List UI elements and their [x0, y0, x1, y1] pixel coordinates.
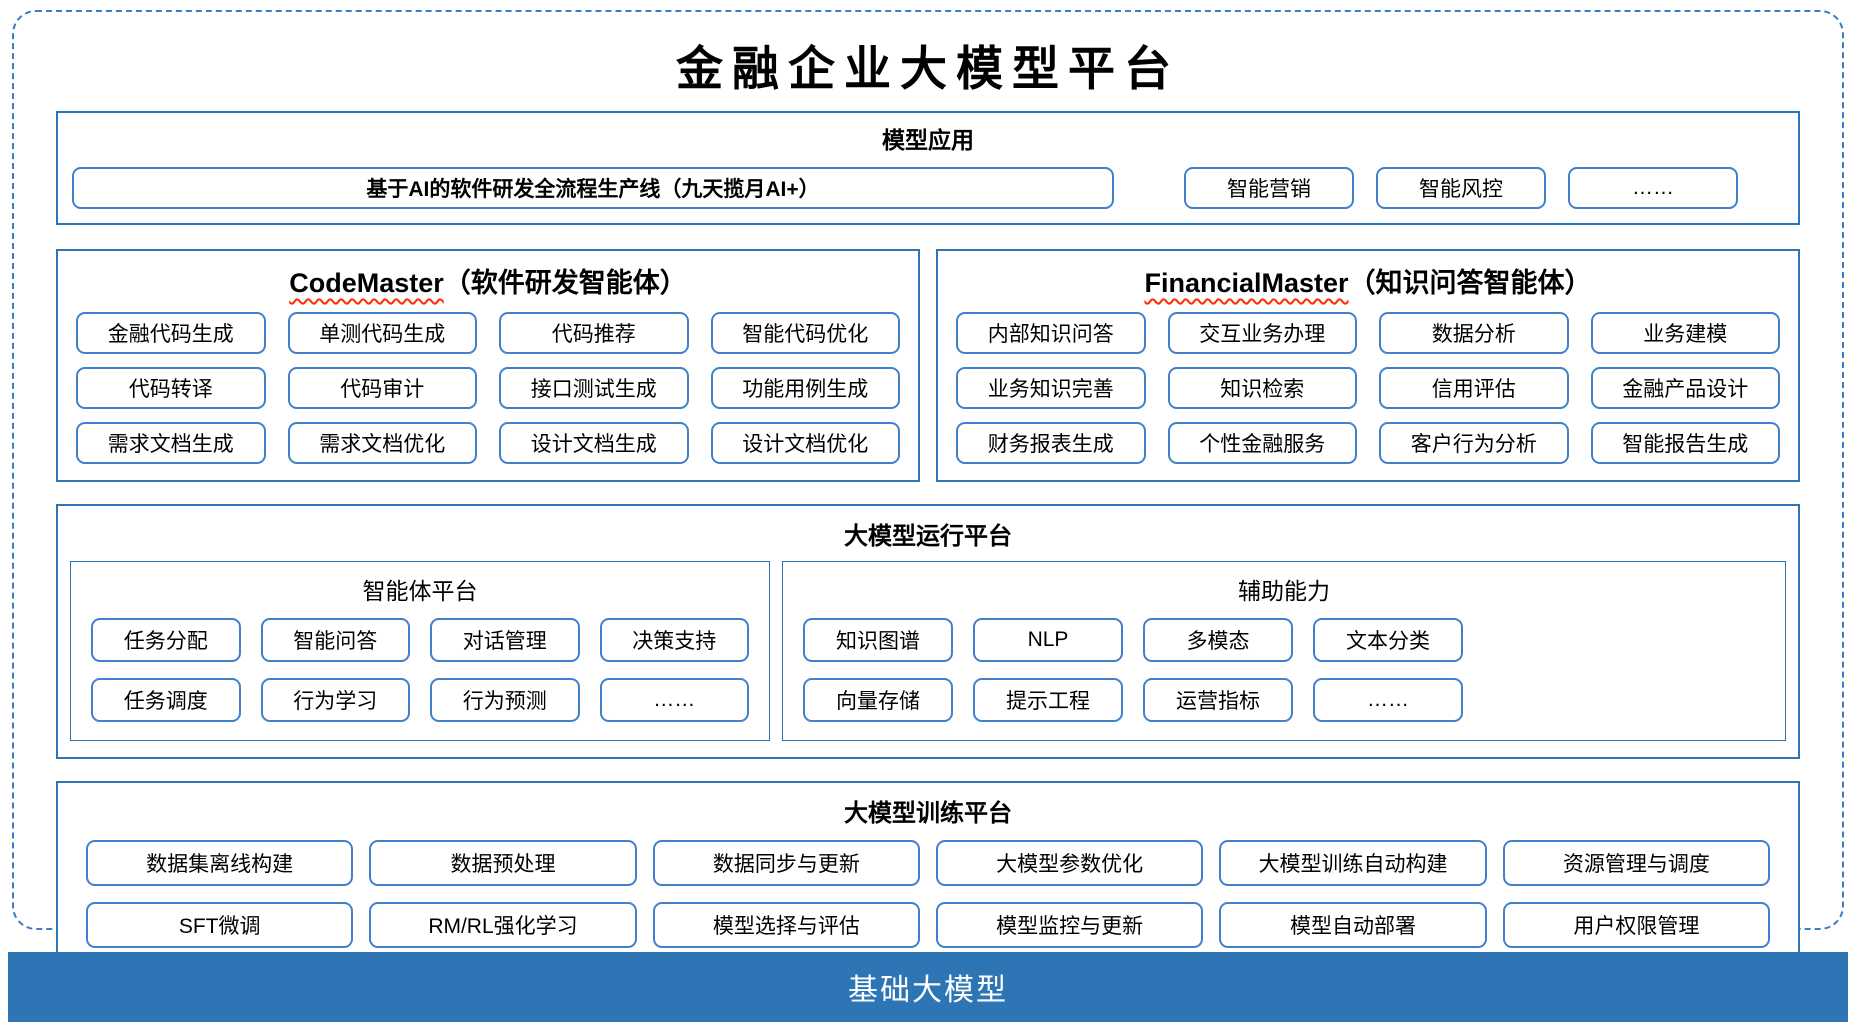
capability-box: 功能用例生成 — [710, 367, 900, 409]
training-grid: 数据集离线构建数据预处理数据同步与更新大模型参数优化大模型训练自动构建资源管理与… — [86, 840, 1770, 948]
capability-box: 文本分类 — [1313, 618, 1463, 662]
training-box: 大模型参数优化 — [936, 840, 1204, 886]
capability-box: 内部知识问答 — [956, 312, 1146, 354]
codemaster-name: CodeMaster — [289, 268, 444, 298]
agent-platform-group: 智能体平台 任务分配智能问答对话管理决策支持任务调度行为学习行为预测 …… — [70, 561, 770, 741]
training-box: 大模型训练自动构建 — [1219, 840, 1487, 886]
training-box: 用户权限管理 — [1502, 902, 1770, 948]
capability-box: NLP — [973, 618, 1123, 662]
training-header: 大模型训练平台 — [844, 800, 1012, 827]
agent-panel-financialmaster: FinancialMaster（知识问答智能体） 内部知识问答交互业务办理数据分… — [936, 249, 1800, 482]
financialmaster-header: FinancialMaster（知识问答智能体） — [956, 261, 1780, 300]
aux-capability-header: 辅助能力 — [1238, 578, 1330, 604]
training-box: 数据集离线构建 — [86, 840, 354, 886]
agents-row: CodeMaster（软件研发智能体） 金融代码生成单测代码生成代码推荐智能代码… — [56, 249, 1800, 482]
capability-box: 智能代码优化 — [710, 312, 900, 354]
capability-box: 财务报表生成 — [956, 422, 1146, 464]
page-title: 金融企业大模型平台 — [676, 42, 1180, 97]
capability-box: 知识检索 — [1167, 367, 1357, 409]
capability-box: 任务调度 — [91, 678, 241, 722]
capability-box: 运营指标 — [1143, 678, 1293, 722]
capability-box: 需求文档优化 — [287, 422, 477, 464]
capability-box: 单测代码生成 — [287, 312, 477, 354]
financialmaster-name: FinancialMaster — [1144, 268, 1349, 298]
training-box: 数据同步与更新 — [652, 840, 920, 886]
aux-capability-group: 辅助能力 知识图谱 NLP 多模态文本分类向量存储提示工程运营指标 …… — [782, 561, 1786, 741]
capability-box: 客户行为分析 — [1379, 422, 1569, 464]
pipeline-box: 基于AI的软件研发全流程生产线（九天揽月AI+） — [72, 167, 1114, 209]
capability-box: 代码转译 — [76, 367, 266, 409]
capability-box: 智能报告生成 — [1590, 422, 1780, 464]
capability-box: 任务分配 — [91, 618, 241, 662]
capability-box: 接口测试生成 — [499, 367, 689, 409]
section-training-platform: 大模型训练平台 数据集离线构建数据预处理数据同步与更新大模型参数优化大模型训练自… — [56, 781, 1800, 968]
codemaster-subtitle: （软件研发智能体） — [443, 268, 687, 298]
codemaster-grid: 金融代码生成单测代码生成代码推荐智能代码优化代码转译代码审计接口测试生成功能用例… — [76, 312, 900, 464]
capability-box: 代码推荐 — [499, 312, 689, 354]
training-box: 模型自动部署 — [1219, 902, 1487, 948]
outer-dashed-frame: 金融企业大模型平台 模型应用 基于AI的软件研发全流程生产线（九天揽月AI+） … — [12, 10, 1844, 968]
capability-box: 金融产品设计 — [1590, 367, 1780, 409]
aux-capability-grid: 知识图谱 NLP 多模态文本分类向量存储提示工程运营指标 …… — [803, 618, 1765, 722]
foundation-bar: 基础大模型 — [8, 952, 1848, 1022]
capability-box: 信用评估 — [1379, 367, 1569, 409]
app-box: 智能风控 — [1376, 167, 1546, 209]
capability-box: 数据分析 — [1379, 312, 1569, 354]
capability-box: 提示工程 — [973, 678, 1123, 722]
agent-platform-header: 智能体平台 — [362, 578, 478, 604]
financialmaster-subtitle: （知识问答智能体） — [1348, 268, 1592, 298]
training-box: 资源管理与调度 — [1502, 840, 1770, 886]
model-applications-header: 模型应用 — [882, 127, 974, 153]
training-box: 模型选择与评估 — [652, 902, 920, 948]
capability-box: …… — [1313, 678, 1463, 722]
capability-box: 交互业务办理 — [1167, 312, 1357, 354]
model-applications-row: 基于AI的软件研发全流程生产线（九天揽月AI+） 智能营销智能风控 …… — [58, 155, 1798, 209]
capability-box: 决策支持 — [599, 618, 749, 662]
capability-box: 多模态 — [1143, 618, 1293, 662]
training-box: SFT微调 — [86, 902, 354, 948]
capability-box: 设计文档生成 — [499, 422, 689, 464]
section-model-applications: 模型应用 基于AI的软件研发全流程生产线（九天揽月AI+） 智能营销智能风控 …… — [56, 111, 1800, 225]
agent-panel-codemaster: CodeMaster（软件研发智能体） 金融代码生成单测代码生成代码推荐智能代码… — [56, 249, 920, 482]
foundation-label: 基础大模型 — [848, 974, 1008, 1007]
capability-box: 对话管理 — [430, 618, 580, 662]
capability-box: …… — [599, 678, 749, 722]
financialmaster-grid: 内部知识问答交互业务办理数据分析业务建模业务知识完善知识检索信用评估金融产品设计… — [956, 312, 1780, 464]
codemaster-header: CodeMaster（软件研发智能体） — [76, 261, 900, 300]
app-box: …… — [1568, 167, 1738, 209]
capability-box: 需求文档生成 — [76, 422, 266, 464]
app-box: 智能营销 — [1184, 167, 1354, 209]
capability-box: 业务建模 — [1590, 312, 1780, 354]
section-runtime-platform: 大模型运行平台 智能体平台 任务分配智能问答对话管理决策支持任务调度行为学习行为… — [56, 504, 1800, 759]
training-box: RM/RL强化学习 — [369, 902, 637, 948]
capability-box: 业务知识完善 — [956, 367, 1146, 409]
agent-platform-grid: 任务分配智能问答对话管理决策支持任务调度行为学习行为预测 …… — [91, 618, 749, 722]
capability-box: 知识图谱 — [803, 618, 953, 662]
capability-box: 行为预测 — [430, 678, 580, 722]
capability-box: 智能问答 — [260, 618, 410, 662]
capability-box: 代码审计 — [287, 367, 477, 409]
training-box: 数据预处理 — [369, 840, 637, 886]
training-box: 模型监控与更新 — [936, 902, 1204, 948]
capability-box: 金融代码生成 — [76, 312, 266, 354]
capability-box: 个性金融服务 — [1167, 422, 1357, 464]
capability-box: 行为学习 — [260, 678, 410, 722]
runtime-header: 大模型运行平台 — [844, 523, 1012, 550]
runtime-row: 智能体平台 任务分配智能问答对话管理决策支持任务调度行为学习行为预测 …… 辅助能… — [70, 561, 1786, 741]
capability-box: 设计文档优化 — [710, 422, 900, 464]
capability-box: 向量存储 — [803, 678, 953, 722]
